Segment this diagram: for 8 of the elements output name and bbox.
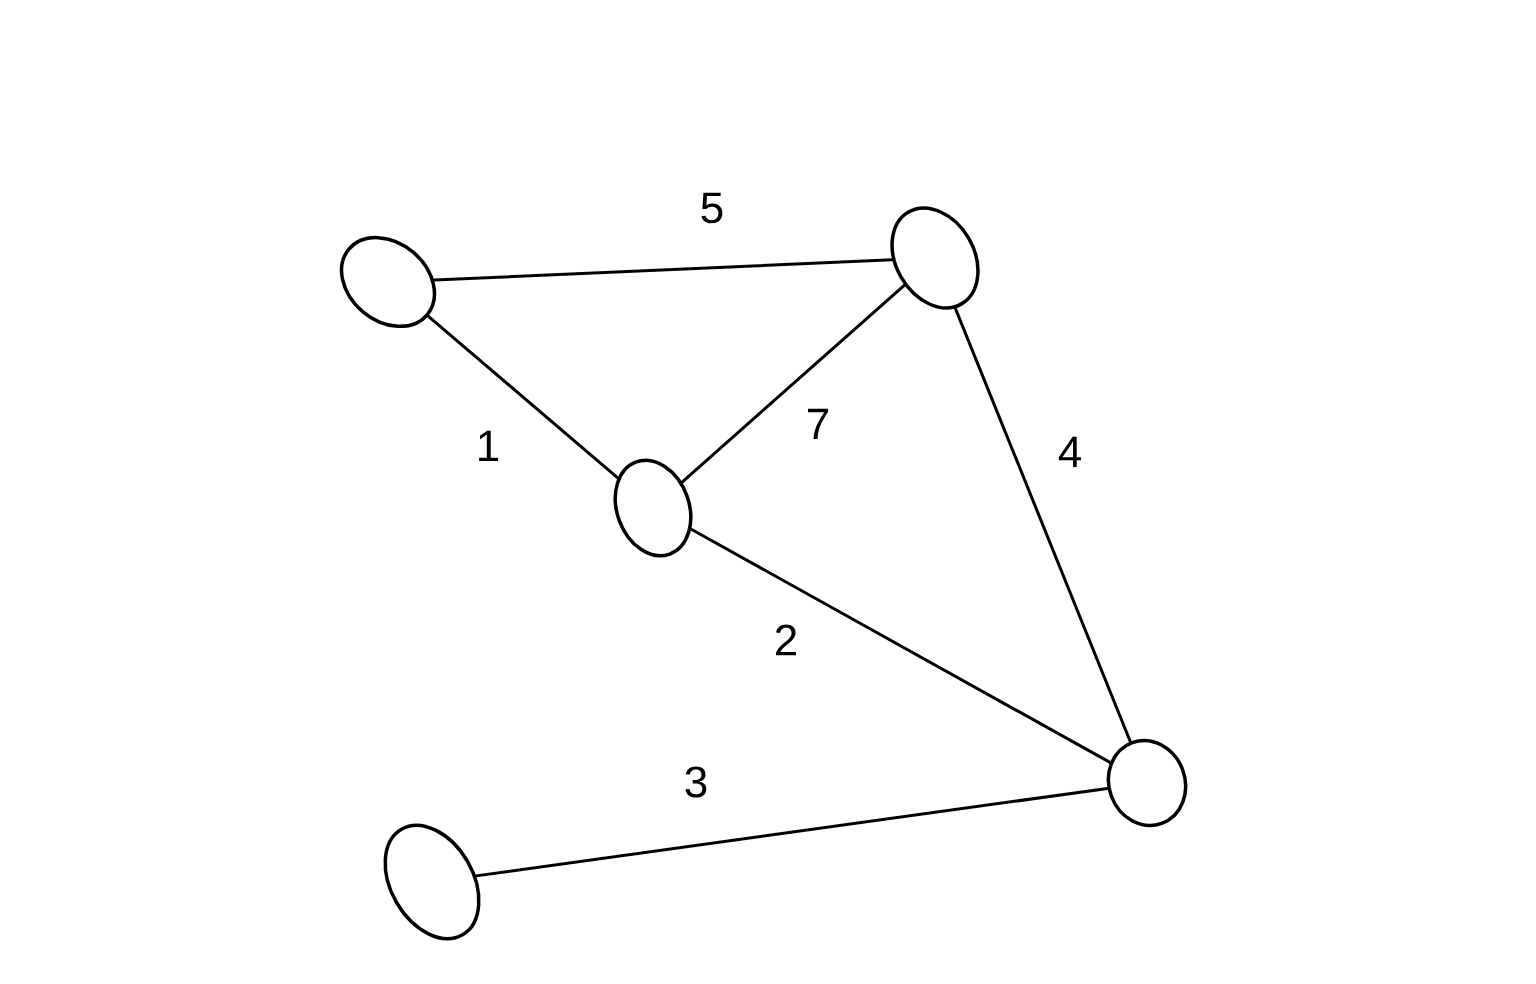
- edge-line: [474, 786, 1109, 878]
- edge-line: [689, 527, 1112, 764]
- edge-line: [680, 283, 906, 484]
- circle-node: [1106, 738, 1188, 828]
- edge-line: [432, 258, 894, 282]
- edge-label: 3: [681, 764, 711, 800]
- edge-line: [426, 314, 620, 480]
- edge-line: [953, 306, 1132, 743]
